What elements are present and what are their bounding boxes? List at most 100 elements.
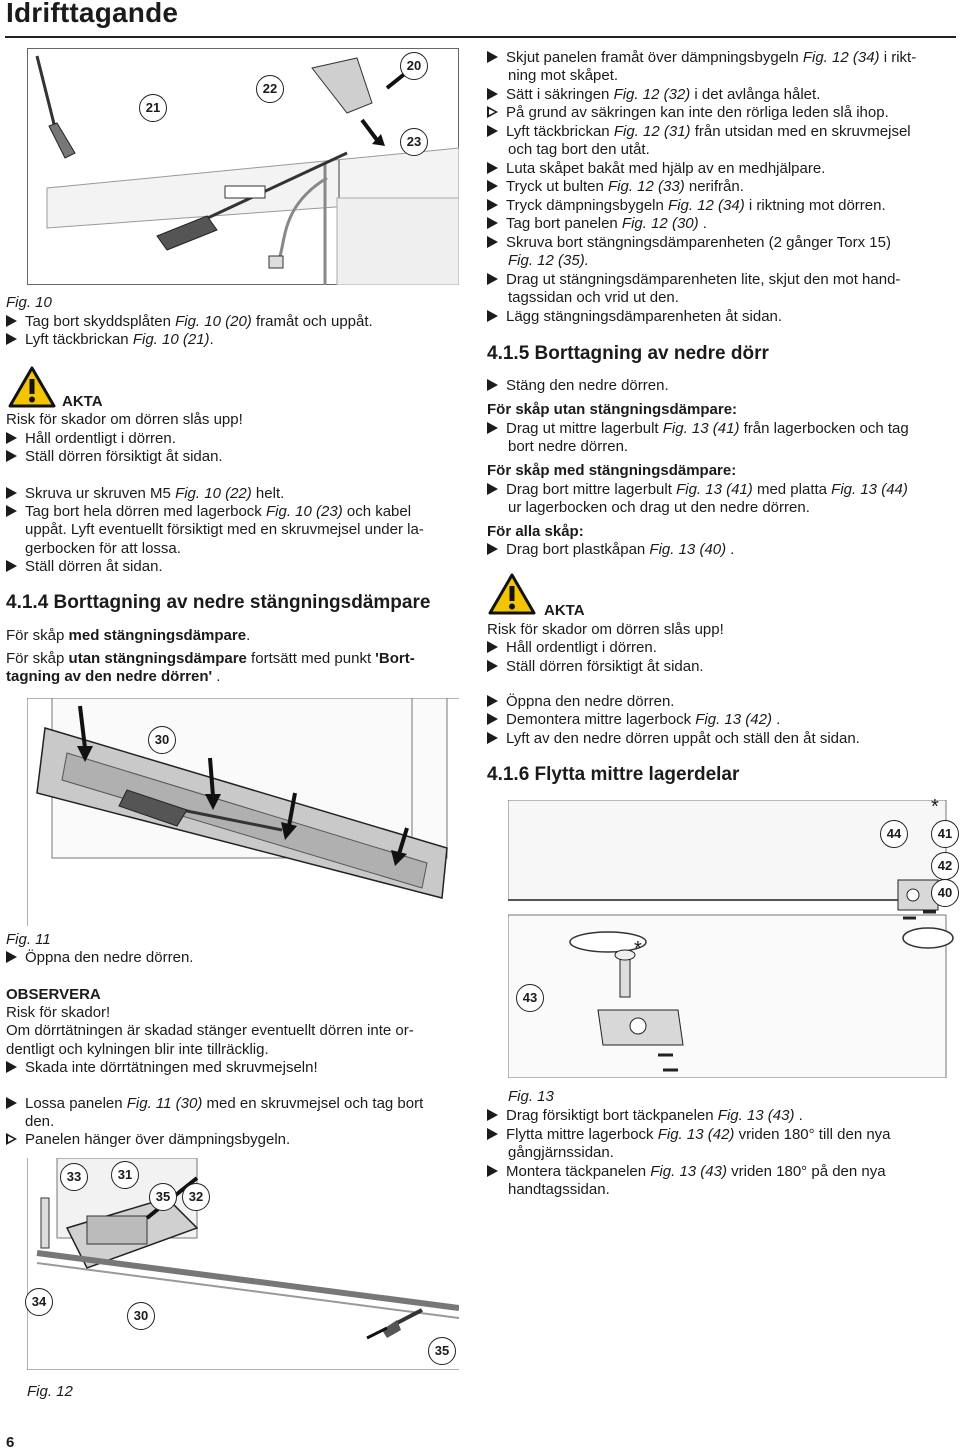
header-rule xyxy=(5,36,956,38)
step-arrow-icon xyxy=(6,450,17,462)
notice-line-3: dentligt och kylningen blir inte tillräc… xyxy=(6,1041,269,1058)
text: med platta xyxy=(752,481,832,498)
fig13-step-3: Montera täckpanelen Fig. 13 (43) vriden … xyxy=(487,1163,886,1182)
step-arrow-icon xyxy=(487,180,498,192)
right-step-9-cont: Fig. 12 (35). xyxy=(508,252,589,269)
fig12-caption: Fig. 12 xyxy=(27,1383,73,1400)
left-result-1: Panelen hänger över dämpningsbygeln. xyxy=(6,1131,290,1150)
text: Tryck dämpningsbygeln xyxy=(506,197,669,214)
text: Håll ordentligt i dörren. xyxy=(25,430,176,447)
page-number: 6 xyxy=(6,1434,15,1451)
step-arrow-icon xyxy=(487,51,498,63)
text: Tag bort hela dörren med lagerbock xyxy=(25,503,266,520)
fig-ref: Fig. 12 (30) xyxy=(621,215,699,232)
step-arrow-icon xyxy=(6,487,17,499)
text: från utsidan med en skruvmejsel xyxy=(690,123,911,140)
fig10-caption: Fig. 10 xyxy=(6,294,52,311)
step-arrow-icon xyxy=(487,199,498,211)
text: Tryck ut bulten xyxy=(506,178,608,195)
right-step-7: Tryck dämpningsbygeln Fig. 12 (34) i rik… xyxy=(487,197,886,216)
step-arrow-icon xyxy=(487,162,498,174)
text: Lyft täckbrickan xyxy=(25,331,133,348)
fig-ref: Fig. 12 (32) xyxy=(613,86,691,103)
text: . xyxy=(794,1107,803,1124)
right-step-4: Lyft täckbrickan Fig. 12 (31) från utsid… xyxy=(487,123,911,142)
figure-11: 30 xyxy=(26,697,459,926)
figure-13: 44 41 42 40 43 * * xyxy=(507,796,960,1079)
callout-23: 23 xyxy=(400,128,428,156)
text: Lyft av den nedre dörren uppåt och ställ… xyxy=(506,730,860,747)
step-arrow-icon xyxy=(487,1128,498,1140)
right-step-1-cont: ning mot skåpet. xyxy=(508,67,619,84)
fig-ref: Fig. 13 (41) xyxy=(662,420,740,437)
fig13-step-1: Drag försiktigt bort täckpanelen Fig. 13… xyxy=(487,1107,803,1126)
text: och kabel xyxy=(342,503,412,520)
callout-43: 43 xyxy=(516,984,544,1012)
warning1-text: Risk för skador om dörren slås upp! xyxy=(6,411,243,428)
callout-32: 32 xyxy=(182,1183,210,1211)
text: helt. xyxy=(251,485,285,502)
step-arrow-icon xyxy=(487,273,498,285)
left-step-3: Ställ dörren åt sidan. xyxy=(6,558,163,577)
section-4-1-5-step-3: Drag bort mittre lagerbult Fig. 13 (41) … xyxy=(487,481,908,500)
text: Demontera mittre lagerbock xyxy=(506,711,696,728)
step-arrow-icon xyxy=(487,713,498,725)
section-4-1-4-heading: 4.1.4 Borttagning av nedre stängningsdäm… xyxy=(6,592,431,613)
text: Öppna den nedre dörren. xyxy=(506,693,675,710)
step-arrow-icon xyxy=(487,660,498,672)
text: Panelen hänger över dämpningsbygeln. xyxy=(25,1131,291,1148)
text: nerifrån. xyxy=(684,178,744,195)
fig-ref: Fig. 13 (44) xyxy=(831,481,908,498)
step-arrow-icon xyxy=(487,543,498,555)
fig-ref: Fig. 10 (22) xyxy=(175,485,252,502)
step-arrow-icon xyxy=(487,1109,498,1121)
text: Luta skåpet bakåt med hjälp av en medhjä… xyxy=(506,160,826,177)
subheading-utan: För skåp utan stängningsdämpare: xyxy=(487,401,738,418)
callout-33: 33 xyxy=(60,1163,88,1191)
text: Montera täckpanelen xyxy=(506,1163,651,1180)
warning1-step-1: Håll ordentligt i dörren. xyxy=(6,430,176,449)
notice-line-2: Om dörrtätningen är skadad stänger event… xyxy=(6,1022,414,1039)
callout-40: 40 xyxy=(931,879,959,907)
callout-41: 41 xyxy=(931,820,959,848)
right-step2-3: Lyft av den nedre dörren uppåt och ställ… xyxy=(487,730,860,749)
fig-ref: Fig. 12 (33) xyxy=(607,178,685,195)
fig-ref: Fig. 13 (42) xyxy=(695,711,772,728)
result-arrow-icon xyxy=(487,106,498,118)
text: Stäng den nedre dörren. xyxy=(506,377,669,394)
right-step-6: Tryck ut bulten Fig. 12 (33) nerifrån. xyxy=(487,178,744,197)
section-4-1-5-step-4: Drag bort plastkåpan Fig. 13 (40) . xyxy=(487,541,734,560)
text: Ställ dörren försiktigt åt sidan. xyxy=(506,658,704,675)
step-arrow-icon xyxy=(6,1061,17,1073)
text: Skruva bort stängningsdämparenheten (2 g… xyxy=(506,234,891,251)
text: . xyxy=(726,541,735,558)
step-arrow-icon xyxy=(487,88,498,100)
fig10-step-2: Lyft täckbrickan Fig. 10 (21). xyxy=(6,331,214,350)
fig-ref: Fig. 10 (21) xyxy=(132,331,210,348)
figure-12-illustration xyxy=(26,1157,460,1371)
text: Ställ dörren försiktigt åt sidan. xyxy=(25,448,223,465)
fig-ref: Fig. 12 (31) xyxy=(613,123,691,140)
fig-ref: Fig. 10 (20) xyxy=(175,313,252,330)
text: Lyft täckbrickan xyxy=(506,123,614,140)
text: Skjut panelen framåt över dämpningsbygel… xyxy=(506,49,803,66)
right-step-10: Drag ut stängningsdämparenheten lite, sk… xyxy=(487,271,900,290)
left-step2-1: Lossa panelen Fig. 11 (30) med en skruvm… xyxy=(6,1095,423,1114)
text: Drag bort mittre lagerbult xyxy=(506,481,677,498)
fig-ref: Fig. 13 (40) xyxy=(649,541,727,558)
text-bold: tagning av den nedre dörren' xyxy=(6,668,213,685)
fig-ref: Fig. 12 (34) xyxy=(668,197,745,214)
text: Tag bort panelen xyxy=(506,215,622,232)
left-step-1: Skruva ur skruven M5 Fig. 10 (22) helt. xyxy=(6,485,284,504)
warning1-step-2: Ställ dörren försiktigt åt sidan. xyxy=(6,448,223,467)
figure-12: 33 31 35 32 34 30 35 xyxy=(25,1157,460,1371)
notice-step: Skada inte dörrtätningen med skruvmejsel… xyxy=(6,1059,318,1078)
fig-ref: Fig. 13 (42) xyxy=(657,1126,735,1143)
fig-ref: Fig. 10 (23) xyxy=(265,503,343,520)
callout-35: 35 xyxy=(149,1183,177,1211)
step-arrow-icon xyxy=(487,483,498,495)
step-arrow-icon xyxy=(6,560,17,572)
callout-20: 20 xyxy=(400,52,428,80)
step-arrow-icon xyxy=(487,379,498,391)
step-arrow-icon xyxy=(6,315,17,327)
